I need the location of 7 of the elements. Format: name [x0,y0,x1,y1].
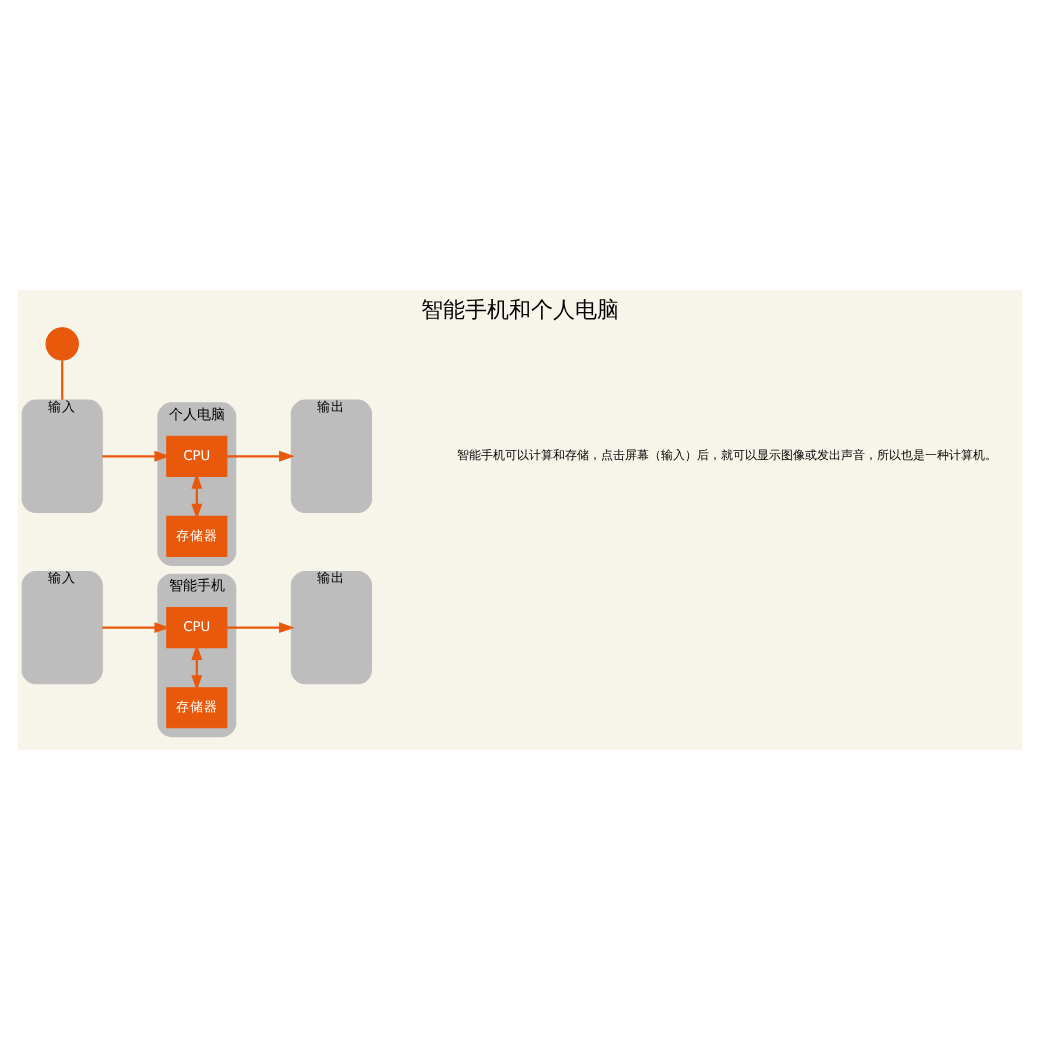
arrow [227,450,295,462]
arrow [102,622,171,634]
arrow [102,450,170,462]
node-circle [45,327,79,361]
diagram-title: 智能手机和个人电脑 [421,296,619,323]
connector [61,360,64,400]
arrow [227,622,295,634]
